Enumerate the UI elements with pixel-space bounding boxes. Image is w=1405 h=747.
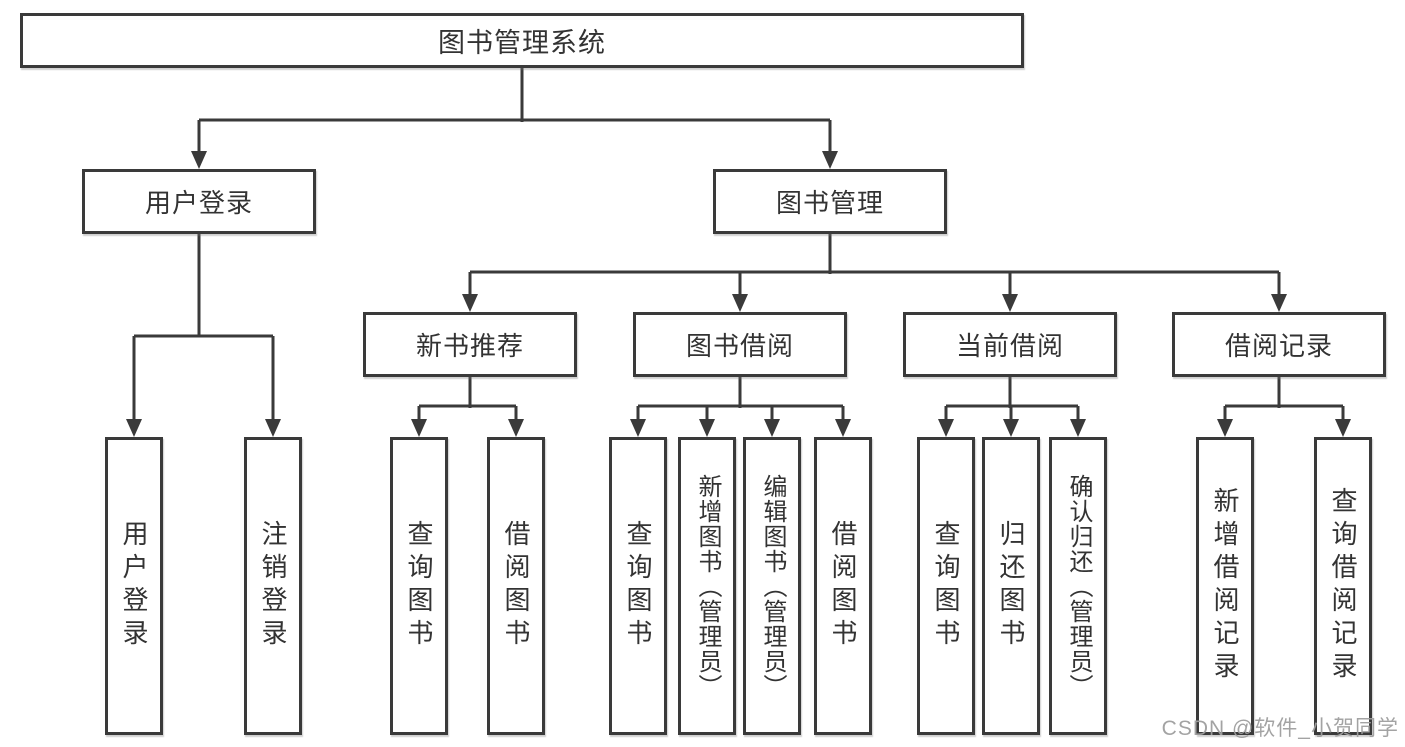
node-current-borrowing-label: 当前借阅	[955, 331, 1064, 361]
node-current-borrowing: 当前借阅	[903, 312, 1117, 377]
leaf-query-books-current-label: 查询图书	[931, 520, 961, 652]
node-book-management-system: 图书管理系统	[20, 13, 1024, 68]
node-user-login: 用户登录	[82, 169, 316, 234]
leaf-user-login-label: 用户登录	[119, 520, 149, 652]
leaf-query-books-borrowing-label: 查询图书	[623, 520, 653, 652]
leaf-add-book-admin: 新增图书（管理员）	[678, 437, 736, 735]
node-user-login-label: 用户登录	[144, 188, 253, 218]
leaf-borrow-books-label: 借阅图书	[828, 520, 858, 652]
leaf-query-borrow-record-label: 查询借阅记录	[1328, 487, 1358, 685]
node-book-management-system-label: 图书管理系统	[438, 28, 606, 58]
leaf-logout: 注销登录	[244, 437, 302, 735]
node-book-management-label: 图书管理	[775, 188, 884, 218]
leaf-edit-book-admin-label: 编辑图书（管理员）	[759, 473, 786, 699]
leaf-query-borrow-record: 查询借阅记录	[1314, 437, 1372, 735]
node-book-borrowing: 图书借阅	[633, 312, 847, 377]
leaf-add-book-admin-label: 新增图书（管理员）	[694, 473, 721, 699]
leaf-user-login: 用户登录	[105, 437, 163, 735]
leaf-query-books-recommend: 查询图书	[390, 437, 448, 735]
node-book-borrowing-label: 图书借阅	[685, 331, 794, 361]
leaf-edit-book-admin: 编辑图书（管理员）	[743, 437, 801, 735]
node-book-management: 图书管理	[713, 169, 947, 234]
arrowheads	[126, 151, 1351, 437]
leaf-query-books-borrowing: 查询图书	[609, 437, 667, 735]
node-borrowing-records-label: 借阅记录	[1224, 331, 1333, 361]
csdn-watermark: CSDN @软件_小贺同学	[1161, 717, 1399, 740]
leaf-query-books-recommend-label: 查询图书	[404, 520, 434, 652]
leaf-query-books-current: 查询图书	[917, 437, 975, 735]
node-new-book-recommendation-label: 新书推荐	[415, 331, 524, 361]
node-borrowing-records: 借阅记录	[1172, 312, 1386, 377]
leaf-borrow-books: 借阅图书	[814, 437, 872, 735]
leaf-logout-label: 注销登录	[258, 520, 288, 652]
leaf-return-books-label: 归还图书	[996, 520, 1026, 652]
leaf-borrow-books-recommend-label: 借阅图书	[501, 520, 531, 652]
connector-path	[132, 68, 1345, 421]
leaf-return-books: 归还图书	[982, 437, 1040, 735]
leaf-confirm-return-admin: 确认归还（管理员）	[1049, 437, 1107, 735]
leaf-add-borrow-record: 新增借阅记录	[1196, 437, 1254, 735]
node-new-book-recommendation: 新书推荐	[363, 312, 577, 377]
leaf-confirm-return-admin-label: 确认归还（管理员）	[1065, 473, 1092, 699]
leaf-borrow-books-recommend: 借阅图书	[487, 437, 545, 735]
leaf-add-borrow-record-label: 新增借阅记录	[1210, 487, 1240, 685]
